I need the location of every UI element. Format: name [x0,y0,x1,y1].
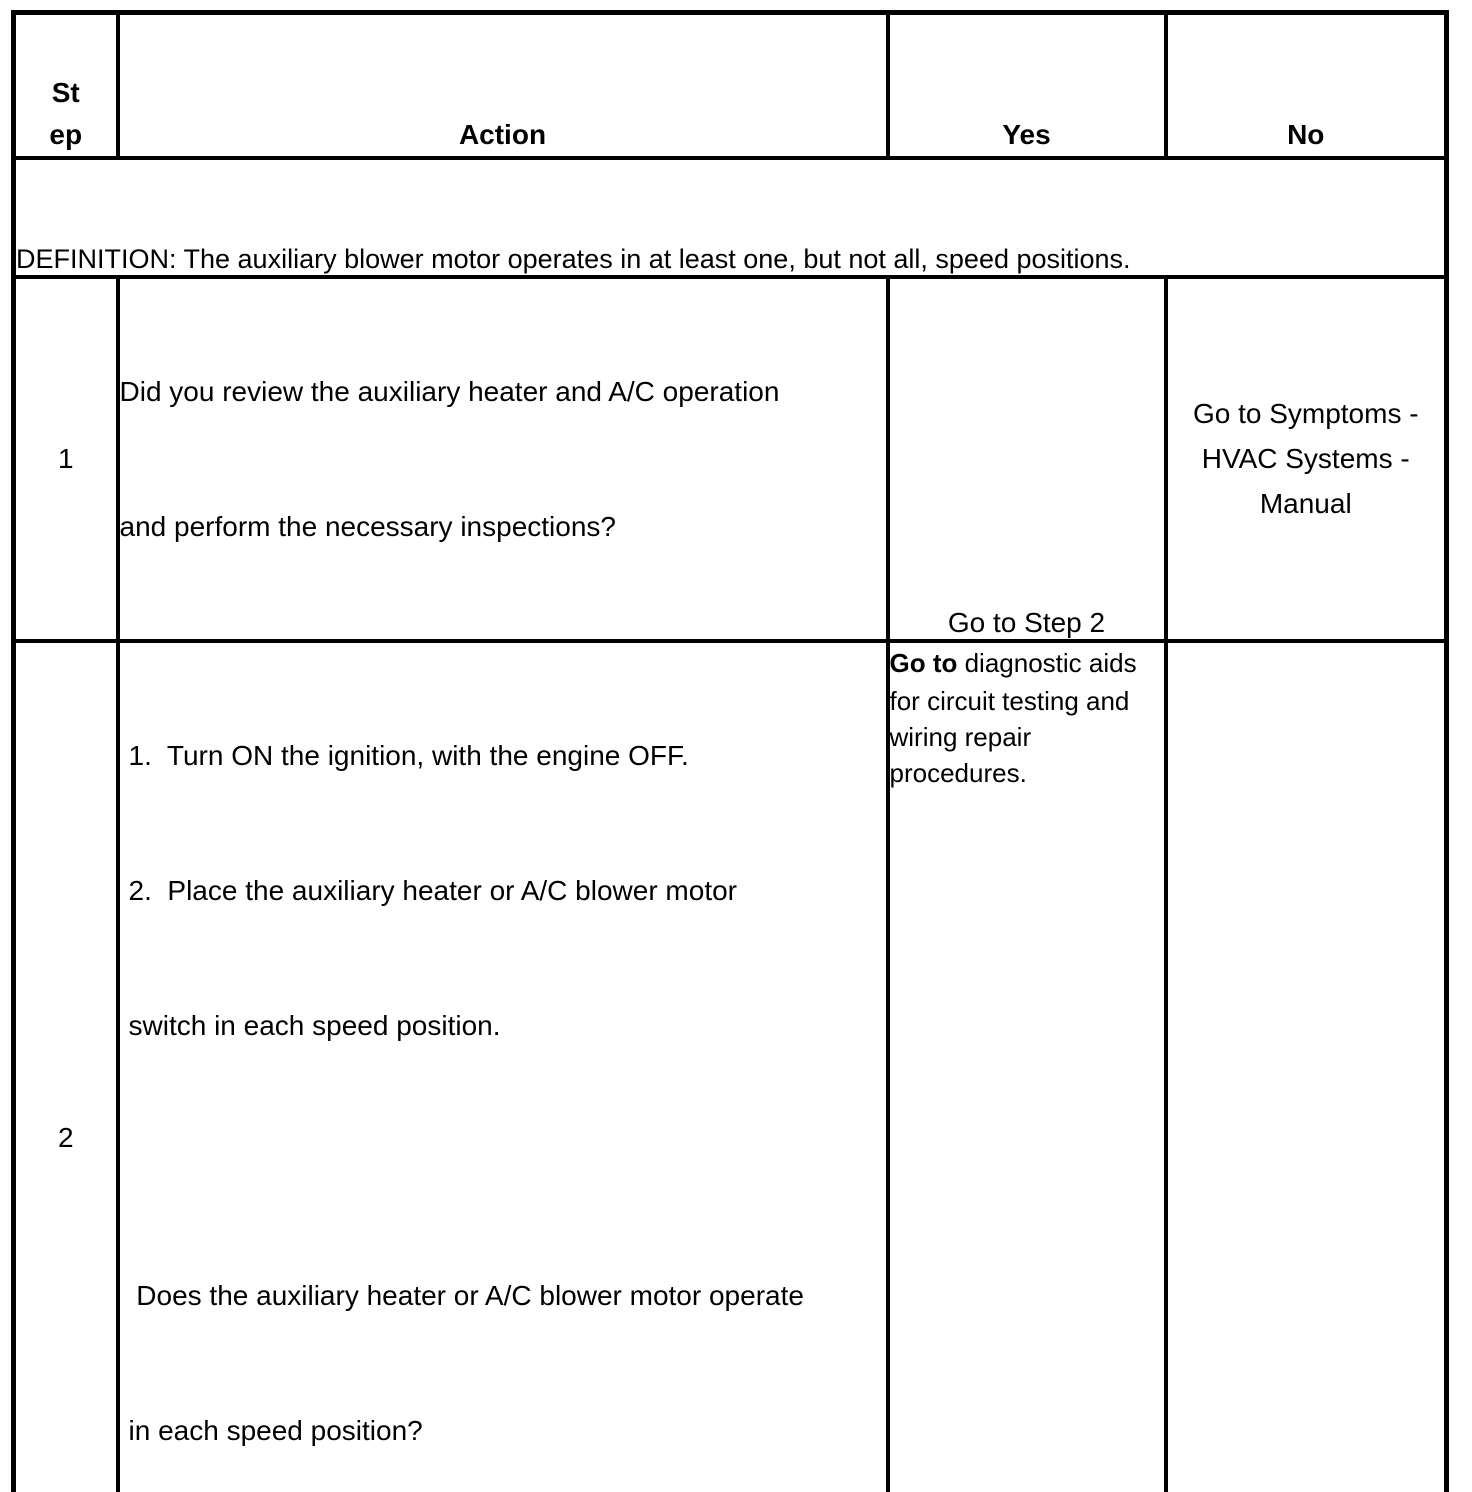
definition-row: DEFINITION: The auxiliary blower motor o… [14,158,1447,277]
col-header-step: St ep [14,13,118,158]
header-row: St ep Action Yes No [14,13,1447,158]
step-2-action-cell: 1. Turn ON the ignition, with the engine… [118,641,888,1492]
step-1-no-line2: HVAC Systems - [1168,436,1445,481]
step-2-row: 2 1. Turn ON the ignition, with the engi… [14,641,1447,1492]
step-2-yes-line1: Go to diagnostic aids [890,643,1164,683]
step-2-list-item-2: 2. Place the auxiliary heater or A/C blo… [129,868,886,913]
step-1-action-line1: Did you review the auxiliary heater and … [120,369,886,414]
step-2-question-line2: in each speed position? [129,1408,886,1453]
step-2-yes-line4: procedures. [890,755,1164,791]
step-2-yes-line2: for circuit testing and [890,683,1164,719]
step-1-no-cell: Go to Symptoms - HVAC Systems - Manual [1166,277,1447,641]
step-1-no-line3: Manual [1168,481,1445,526]
step-2-yes-cell: Go to diagnostic aids for circuit testin… [888,641,1166,1492]
diagnostic-table: St ep Action Yes No DEFINITION: The auxi… [11,10,1449,1492]
col-header-yes: Yes [888,13,1166,158]
step-2-list-item-1: 1. Turn ON the ignition, with the engine… [129,733,886,778]
step-1-action-cell: Did you review the auxiliary heater and … [118,277,888,641]
step-2-number: 2 [14,641,118,1492]
col-header-action: Action [118,13,888,158]
definition-text: DEFINITION: The auxiliary blower motor o… [14,158,1447,277]
step-2-yes-line1-rest: diagnostic aids [965,648,1137,678]
step-header-line2: ep [16,114,116,156]
step-2-no-cell: Go to Step 3 [1166,641,1447,1492]
step-2-question: Does the auxiliary heater or A/C blower … [129,1183,886,1492]
step-2-yes-line3: wiring repair [890,719,1164,755]
step-1-no-line1: Go to Symptoms - [1168,391,1445,436]
step-1-number: 1 [14,277,118,641]
step-2-list-item-2-cont: switch in each speed position. [129,1003,886,1048]
col-header-no: No [1166,13,1447,158]
step-1-row: 1 Did you review the auxiliary heater an… [14,277,1447,641]
step-header-line1: St [16,72,116,114]
step-1-yes-cell: Go to Step 2 [888,277,1166,641]
step-2-yes-goto-label: Go to [890,648,965,678]
step-2-question-line1: Does the auxiliary heater or A/C blower … [129,1273,886,1318]
step-1-action-line2: and perform the necessary inspections? [120,504,886,549]
